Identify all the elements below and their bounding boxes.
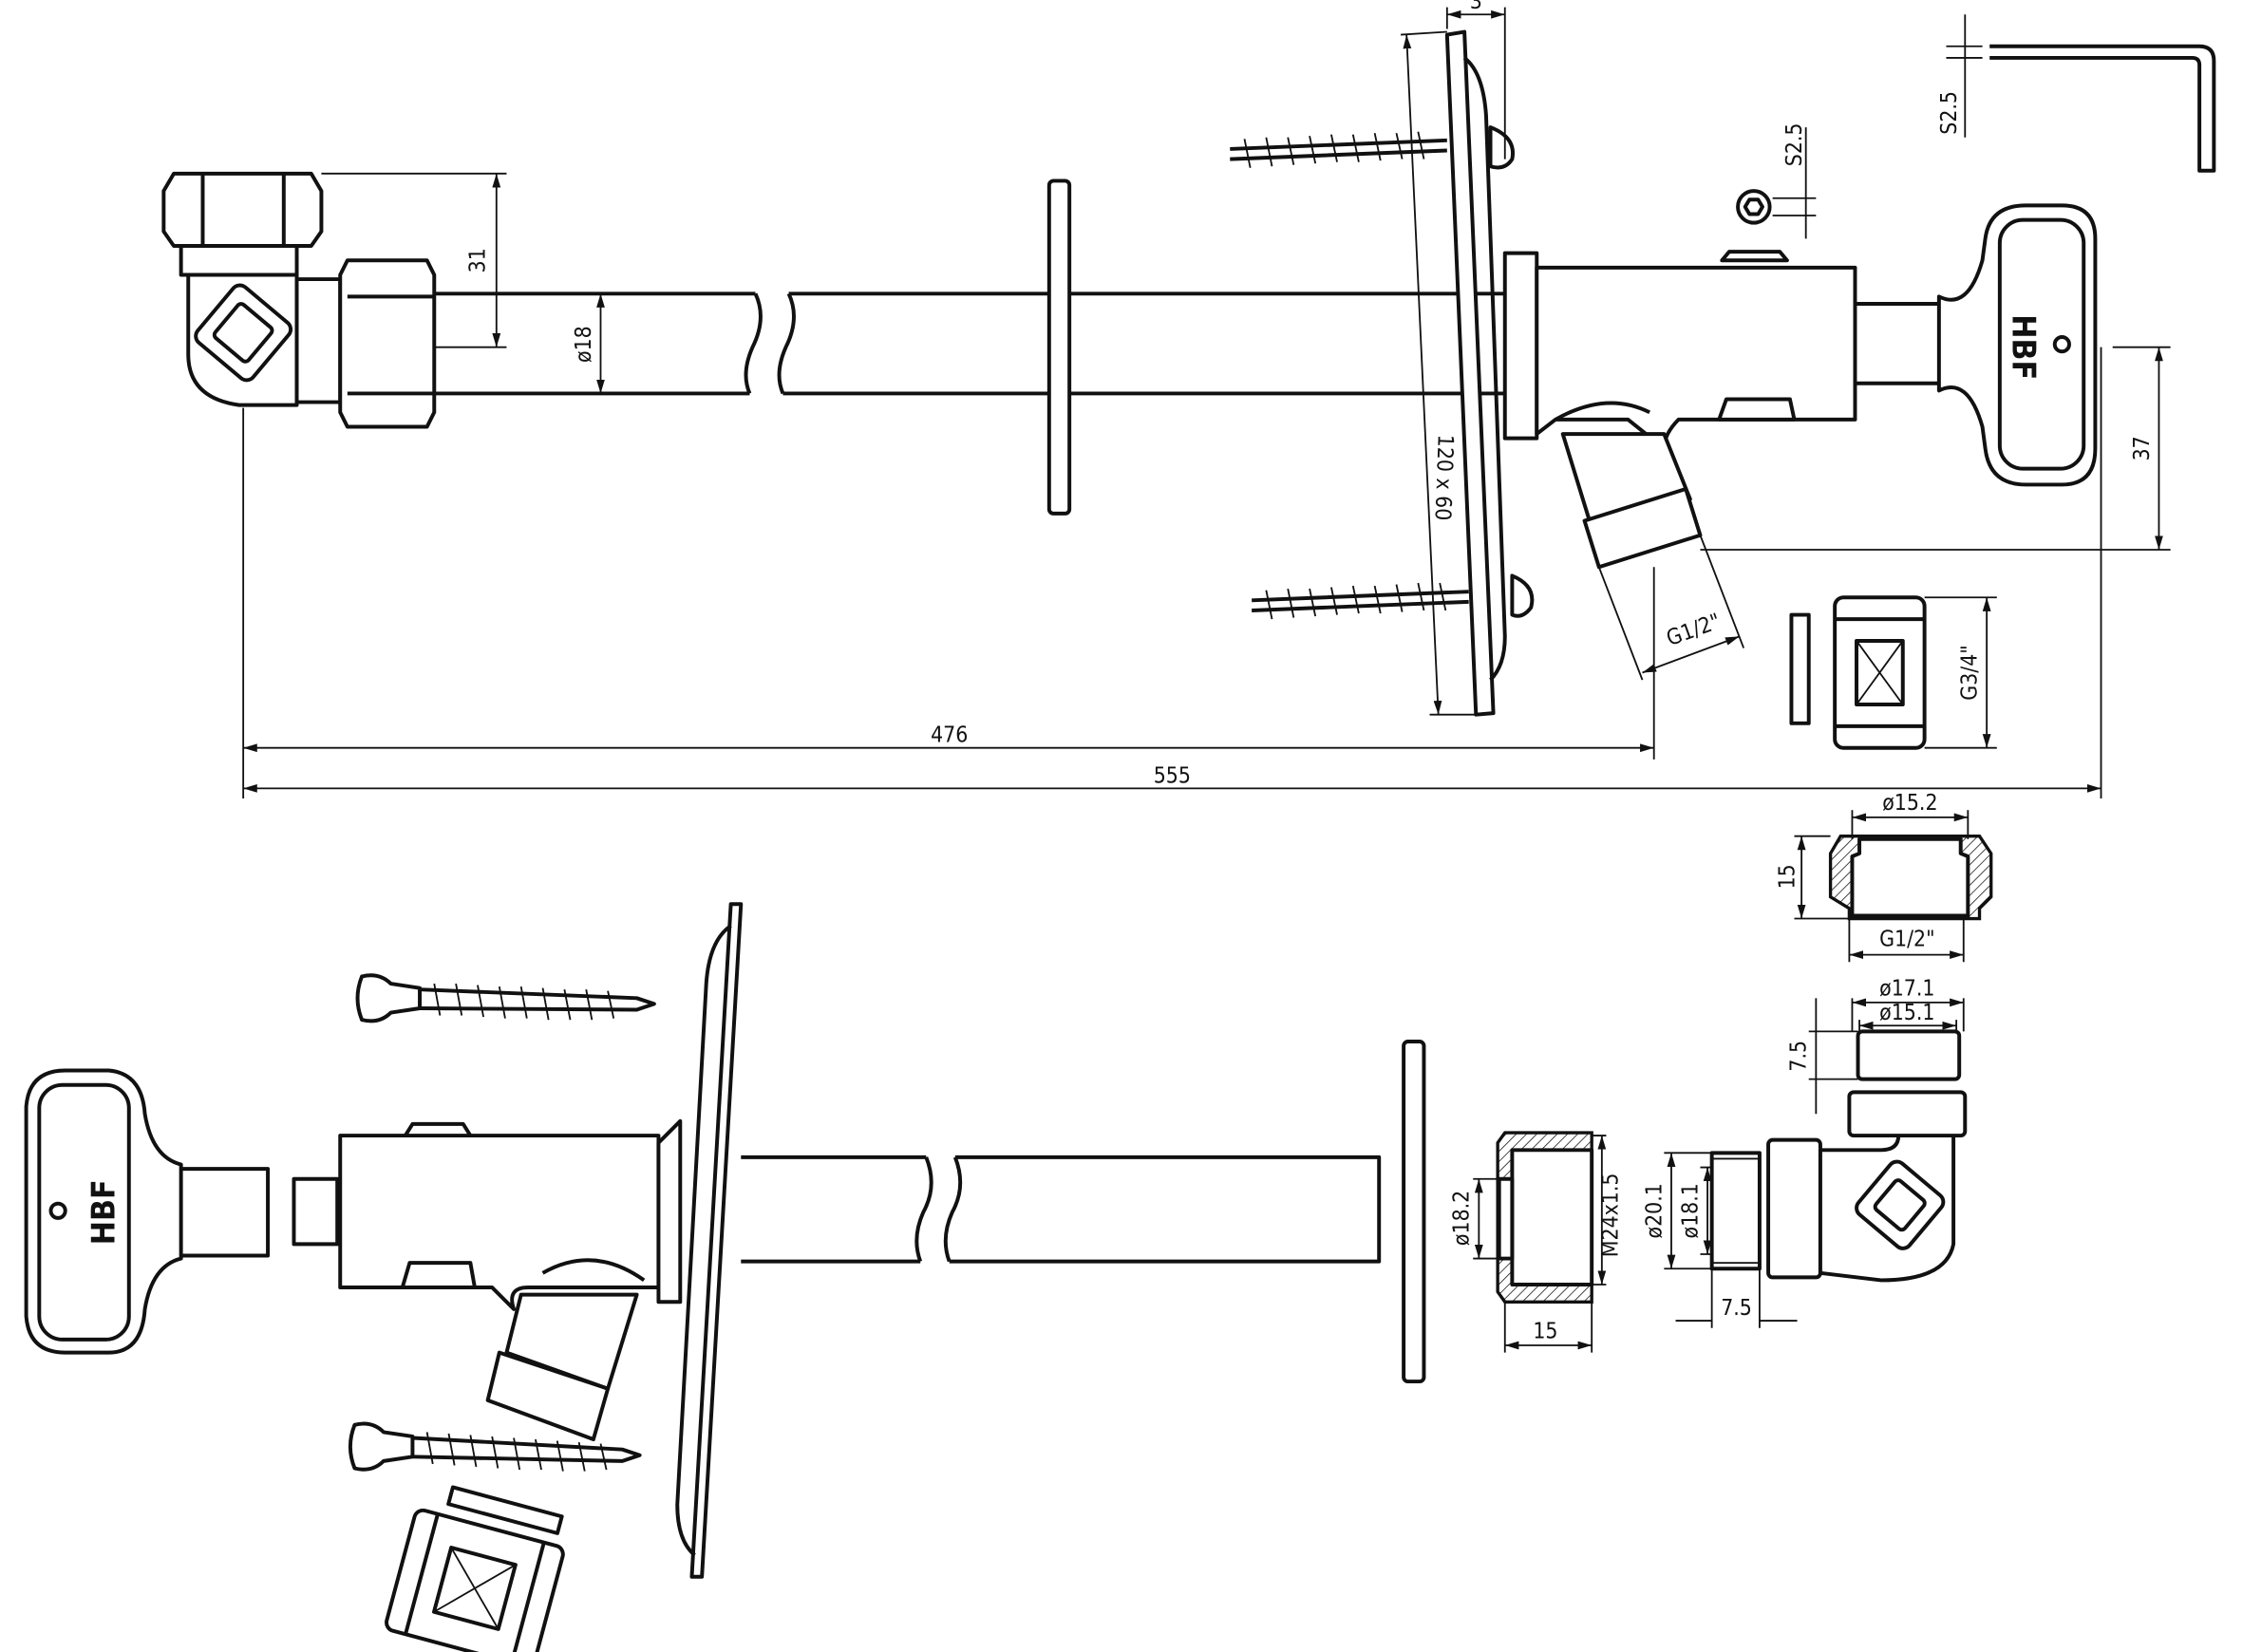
dim-ring-outer: ø17.1 bbox=[1879, 976, 1934, 1001]
dim-nut-thread: G3/4" bbox=[1957, 645, 1982, 700]
wood-screw bbox=[1230, 125, 1516, 170]
dim-union-inner: ø18.2 bbox=[1450, 1191, 1475, 1246]
dim-nut1-thread: G1/2" bbox=[1879, 927, 1934, 951]
washer bbox=[1789, 612, 1811, 725]
escutcheon bbox=[1046, 178, 1072, 516]
valve-body bbox=[338, 1118, 683, 1442]
union-nut-g34 bbox=[385, 1508, 565, 1652]
dim-ring-height: 7.5 bbox=[1787, 1041, 1812, 1072]
key-label: HBF bbox=[2006, 314, 2043, 380]
top-assembly: HBF 3 S2.5 S2.5 31 ø18 bbox=[161, 0, 2216, 799]
dim-hex-socket: S2.5 bbox=[1782, 122, 1807, 166]
key-handle: HBF bbox=[24, 1068, 271, 1355]
ring bbox=[1856, 1029, 1962, 1081]
pipe bbox=[741, 1155, 1382, 1264]
dim-pipe-diameter: ø18 bbox=[572, 326, 596, 363]
bottom-assembly: HBF bbox=[24, 791, 1993, 1652]
dim-union-length: 15 bbox=[1533, 1319, 1557, 1343]
dim-length-476: 476 bbox=[931, 723, 968, 748]
dim-nut1-diameter: ø15.2 bbox=[1882, 791, 1937, 816]
dim-allen-key: S2.5 bbox=[1937, 91, 1962, 135]
wood-screw bbox=[348, 1421, 642, 1472]
pipe bbox=[434, 291, 1505, 396]
escutcheon bbox=[1402, 1040, 1426, 1384]
dim-plate-thickness: 3 bbox=[1470, 0, 1482, 14]
dim-outlet-height: 37 bbox=[2130, 436, 2155, 460]
mounting-plate bbox=[675, 902, 744, 1579]
dim-nut1-height: 15 bbox=[1775, 864, 1800, 889]
dim-height-31: 31 bbox=[466, 248, 491, 272]
washer bbox=[446, 1485, 564, 1535]
dim-sleeve-outer: ø20.1 bbox=[1642, 1183, 1667, 1238]
dim-ring-inner: ø15.1 bbox=[1879, 1001, 1934, 1025]
union-nut-m24 bbox=[1496, 1131, 1594, 1304]
square-spindle bbox=[292, 1176, 340, 1247]
dimensions-bottom: ø15.2 15 G1/2" ø17.1 ø15.1 7.5 ø18.2 M24… bbox=[1450, 791, 1970, 1353]
allen-key bbox=[1989, 44, 2216, 173]
dim-sleeve-length: 7.5 bbox=[1721, 1296, 1752, 1321]
dim-union-thread: M24x1.5 bbox=[1599, 1173, 1624, 1258]
nut-g12 bbox=[1828, 834, 1993, 921]
elbow-valve bbox=[161, 171, 437, 429]
mounting-plate bbox=[1444, 29, 1507, 717]
dim-length-555: 555 bbox=[1154, 763, 1191, 788]
sleeve bbox=[1709, 1151, 1762, 1271]
key-handle: HBF bbox=[1853, 203, 2098, 487]
dim-sleeve-inner: ø18.1 bbox=[1678, 1183, 1703, 1238]
valve-body bbox=[1502, 189, 1857, 570]
elbow-fitting bbox=[1766, 1090, 1968, 1283]
wood-screw bbox=[355, 973, 656, 1023]
key-label: HBF bbox=[85, 1179, 123, 1245]
dim-plate-size: 120 x 60 bbox=[1430, 434, 1458, 520]
union-nut-g34 bbox=[1833, 595, 1927, 750]
